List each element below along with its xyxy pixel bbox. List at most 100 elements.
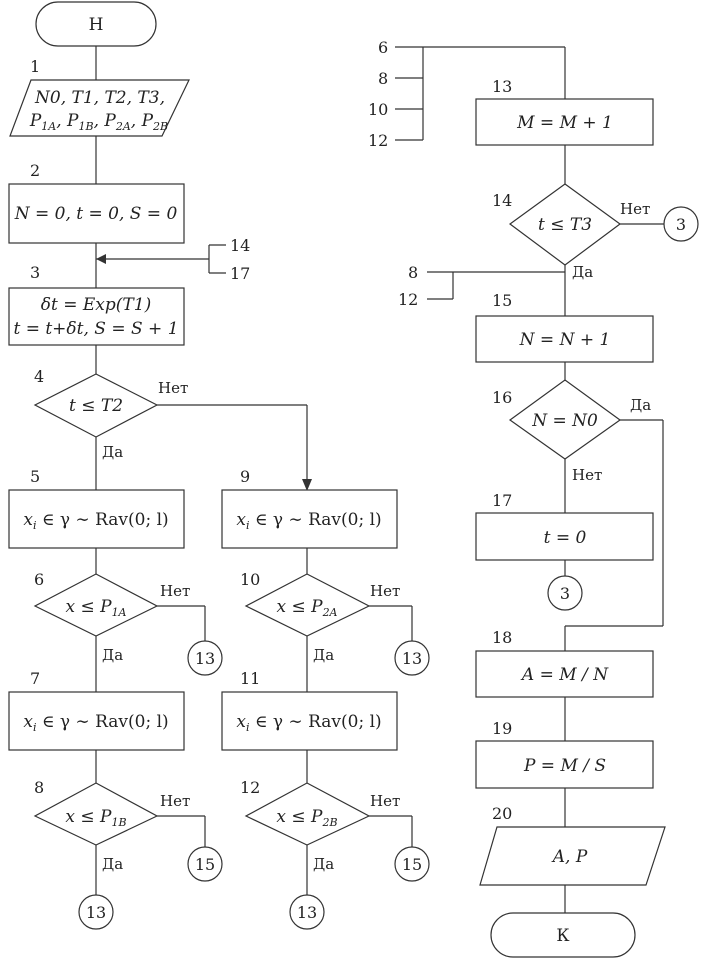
connector-circle — [187, 640, 223, 676]
block-1-input: 1 N0, T1, T2, T3, P1A, P1B, P2A, P2B — [9, 57, 190, 137]
block-12-decision: 12 x ≤ P2B Нет Да 15 13 — [240, 778, 430, 930]
block-12-text: x ≤ P2B — [276, 807, 337, 829]
connector-ref: 3 — [560, 584, 570, 603]
block-15: 15 N = N + 1 — [475, 291, 654, 363]
connector-ref: 15 — [195, 855, 215, 874]
block-number: 2 — [30, 161, 40, 180]
arrow-head-icon — [96, 254, 106, 264]
incoming-ref: 8 — [378, 69, 388, 88]
incoming-ref: 10 — [368, 100, 388, 119]
block-19-text: P = M / S — [523, 756, 606, 776]
block-1-line-1: N0, T1, T2, T3, — [34, 88, 165, 108]
block-14-text: t ≤ T3 — [538, 215, 592, 235]
block-16-text: N = N0 — [531, 411, 598, 431]
block-10-text: x ≤ P2A — [276, 597, 337, 619]
block-3-line-2: t = t+δt, S = S + 1 — [13, 319, 178, 339]
branch-yes-label: Да — [102, 646, 123, 664]
flow-lines-right — [395, 46, 664, 913]
incoming-ref: 12 — [368, 131, 388, 150]
block-number: 1 — [30, 57, 40, 76]
block-number: 18 — [492, 628, 512, 647]
block-6-decision: 6 x ≤ P1A Нет Да 13 — [33, 570, 223, 676]
end-label: К — [556, 926, 569, 946]
connector-circle — [663, 206, 699, 242]
block-number: 7 — [30, 669, 40, 688]
block-1-line-2: P1A, P1B, P2A, P2B — [29, 111, 168, 133]
block-number: 3 — [30, 263, 40, 282]
connector-ref: 13 — [297, 903, 317, 922]
flow-lines — [95, 46, 413, 895]
branch-no-label: Нет — [160, 582, 190, 600]
branch-yes-label: Да — [313, 855, 334, 873]
block-2: 2 N = 0, t = 0, S = 0 — [8, 161, 185, 244]
block-20-text: A, P — [551, 847, 588, 867]
block-3: 3 δt = Exp(T1) t = t+δt, S = S + 1 — [8, 263, 185, 346]
branch-no-label: Нет — [370, 792, 400, 810]
block-number: 15 — [492, 291, 512, 310]
block-2-text: N = 0, t = 0, S = 0 — [14, 204, 178, 224]
block-17-text: t = 0 — [544, 528, 587, 548]
block-9-text: xi ∈ γ ∼ Rav(0; l) — [236, 510, 381, 532]
block-number: 13 — [492, 77, 512, 96]
block-7-text: xi ∈ γ ∼ Rav(0; l) — [23, 712, 168, 734]
block-number: 10 — [240, 570, 260, 589]
connector-circle — [547, 575, 583, 611]
connector-circle — [394, 846, 430, 882]
block-4-text: t ≤ T2 — [69, 396, 123, 416]
block-3-line-1: δt = Exp(T1) — [41, 295, 151, 315]
connector-circle — [78, 894, 114, 930]
connector-circle — [394, 640, 430, 676]
block-11: 11 xi ∈ γ ∼ Rav(0; l) — [221, 669, 398, 751]
start-terminal: Н — [35, 1, 157, 47]
block-number: 6 — [34, 570, 44, 589]
block-16-decision: 16 N = N0 Да Нет — [492, 379, 651, 484]
incoming-ref: 6 — [378, 38, 388, 57]
connector-ref: 13 — [195, 649, 215, 668]
branch-yes-label: Да — [313, 646, 334, 664]
incoming-ref: 14 — [230, 236, 250, 255]
block-13: 13 M = M + 1 — [475, 77, 654, 146]
block-19: 19 P = M / S — [475, 719, 654, 789]
block-5: 5 xi ∈ γ ∼ Rav(0; l) — [8, 467, 185, 549]
block-number: 19 — [492, 719, 512, 738]
block-number: 5 — [30, 467, 40, 486]
incoming-ref: 17 — [230, 264, 250, 283]
block-number: 9 — [240, 467, 250, 486]
block-15-text: N = N + 1 — [519, 330, 611, 350]
block-6-text: x ≤ P1A — [65, 597, 126, 619]
block-number: 4 — [34, 367, 44, 386]
branch-no-label: Нет — [370, 582, 400, 600]
branch-yes-label: Да — [572, 263, 593, 281]
branch-no-label: Нет — [160, 792, 190, 810]
connector-circle — [187, 846, 223, 882]
block-8-text: x ≤ P1B — [65, 807, 126, 829]
block-number: 14 — [492, 191, 512, 210]
block-9: 9 xi ∈ γ ∼ Rav(0; l) — [221, 467, 398, 549]
connector-circle — [289, 894, 325, 930]
incoming-ref: 8 — [408, 263, 418, 282]
block-18: 18 A = M / N — [475, 628, 654, 698]
block-13-text: M = M + 1 — [516, 113, 613, 133]
branch-no-label: Нет — [158, 379, 188, 397]
branch-yes-label: Да — [102, 855, 123, 873]
connector-ref: 3 — [676, 215, 686, 234]
connector-ref: 13 — [86, 903, 106, 922]
block-5-text: xi ∈ γ ∼ Rav(0; l) — [23, 510, 168, 532]
branch-yes-label: Да — [630, 396, 651, 414]
branch-no-label: Нет — [620, 200, 650, 218]
block-4-decision: 4 t ≤ T2 Нет Да — [33, 367, 188, 461]
arrow-head-icon — [302, 479, 312, 491]
branch-yes-label: Да — [102, 443, 123, 461]
block-8-decision: 8 x ≤ P1B Нет Да 15 13 — [33, 778, 223, 930]
connector-ref: 15 — [402, 855, 422, 874]
block-10-decision: 10 x ≤ P2A Нет Да 13 — [240, 570, 430, 676]
block-number: 16 — [492, 388, 512, 407]
block-20-output: 20 A, P — [479, 804, 666, 886]
block-7: 7 xi ∈ γ ∼ Rav(0; l) — [8, 669, 185, 751]
block-14-decision: 14 t ≤ T3 Нет Да 3 — [492, 183, 699, 281]
block-number: 12 — [240, 778, 260, 797]
start-label: Н — [89, 15, 104, 35]
block-number: 11 — [240, 669, 260, 688]
connector-ref: 13 — [402, 649, 422, 668]
